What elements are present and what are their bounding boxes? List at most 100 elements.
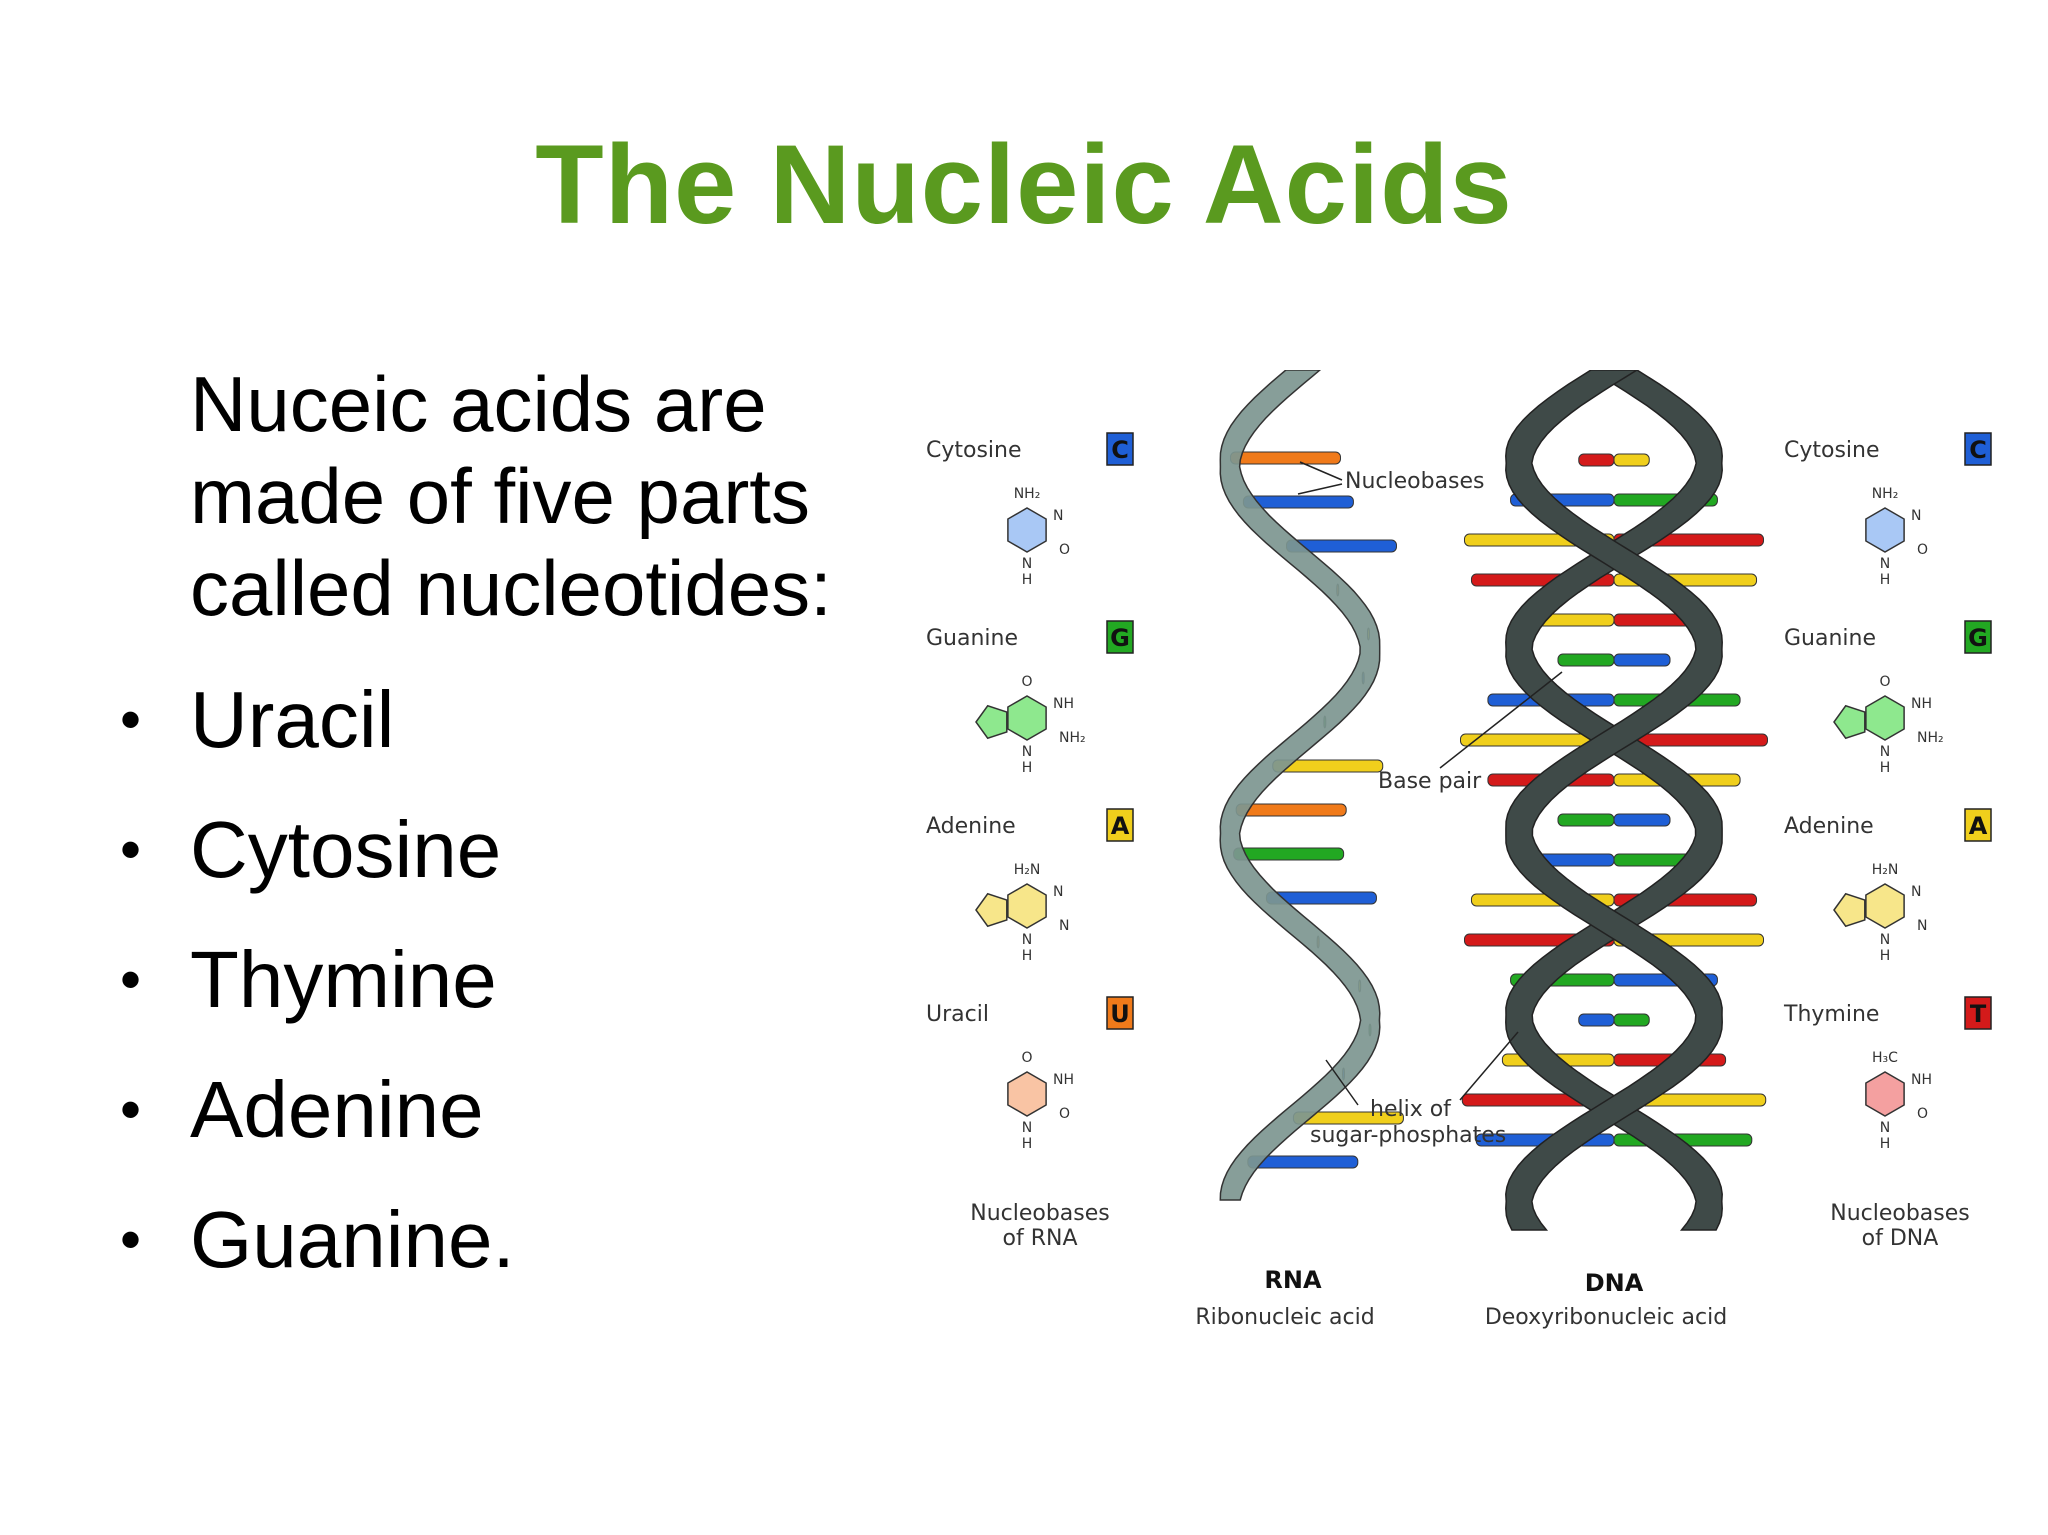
base-letter-badge xyxy=(1106,808,1134,842)
slide-title: The Nucleic Acids xyxy=(535,122,1513,247)
molecule-ring xyxy=(1007,883,1047,929)
list-item: • Uracil xyxy=(120,668,515,798)
dna-base-bar xyxy=(1557,653,1615,667)
dna-base-bar xyxy=(1613,813,1671,827)
formula-label: O xyxy=(1917,542,1928,558)
formula-label: O xyxy=(1059,1106,1070,1122)
base-letter: U xyxy=(1110,1000,1130,1028)
formula-label: NH xyxy=(1911,1072,1932,1088)
molecule-ring xyxy=(975,704,1008,740)
formula-label: H xyxy=(1022,760,1033,776)
rna-caption-line1: Nucleobases xyxy=(970,1201,1110,1226)
rna-full-name: Ribonucleic acid xyxy=(1195,1305,1374,1330)
formula-label: N xyxy=(1880,744,1890,760)
formula-label: H xyxy=(1022,1136,1033,1152)
base-letter: A xyxy=(1969,812,1988,840)
formula-label: H₂N xyxy=(1014,862,1041,878)
list-item: •Adenine xyxy=(120,1058,515,1188)
formula-label: NH₂ xyxy=(1059,730,1086,746)
formula-label: H xyxy=(1880,572,1891,588)
formula-label: H xyxy=(1880,948,1891,964)
dna-base-bar xyxy=(1613,653,1671,667)
formula-label: O xyxy=(1917,1106,1928,1122)
formula-label: N xyxy=(1053,508,1063,524)
rna-backbone-strand xyxy=(1219,370,1381,1201)
base-letter-badge xyxy=(1964,808,1992,842)
formula-label: N xyxy=(1917,918,1927,934)
dna-label: DNA xyxy=(1585,1269,1644,1297)
molecule-ring xyxy=(1865,883,1905,929)
base-pair-annotation: Base pair xyxy=(1378,769,1482,794)
nucleobase-name: Adenine xyxy=(926,814,1016,839)
list-item-label: Adenine xyxy=(190,1065,484,1154)
molecule-ring xyxy=(1007,507,1047,553)
rna-base-bar xyxy=(1233,847,1345,861)
base-letter-badge xyxy=(1964,620,1992,654)
base-letter: G xyxy=(1110,624,1130,652)
list-item: • Guanine. xyxy=(120,1188,515,1318)
rna-base-bar xyxy=(1235,803,1347,817)
rna-label: RNA xyxy=(1264,1266,1322,1294)
dna-base-bar xyxy=(1613,1013,1650,1027)
rna-helix xyxy=(1219,370,1404,1201)
list-item-label: Guanine. xyxy=(190,1195,515,1284)
helix-annotation-line1: helix of xyxy=(1370,1097,1452,1122)
formula-label: N xyxy=(1053,884,1063,900)
dna-backbone-strand xyxy=(1505,370,1723,1231)
annotation-arrow xyxy=(1297,483,1343,495)
list-item-label: Thymine xyxy=(190,935,497,1024)
base-letter-badge xyxy=(1964,432,1992,466)
formula-label: NH₂ xyxy=(1917,730,1944,746)
dna-base-bar xyxy=(1578,1013,1615,1027)
list-item-label: Cytosine xyxy=(190,805,502,894)
annotation-arrow xyxy=(1459,1031,1519,1101)
formula-label: H xyxy=(1880,760,1891,776)
formula-label: H xyxy=(1022,948,1033,964)
nucleobase-name: Guanine xyxy=(926,626,1018,651)
formula-label: N xyxy=(1880,932,1890,948)
formula-label: N xyxy=(1911,884,1921,900)
molecule-ring xyxy=(1865,1071,1905,1117)
formula-label: N xyxy=(1022,744,1032,760)
annotation-arrow xyxy=(1439,671,1563,769)
dna-base-bar xyxy=(1578,453,1615,467)
intro-line: made of five parts xyxy=(190,452,810,540)
annotation-arrow xyxy=(1299,461,1343,481)
list-item: •Thymine xyxy=(120,928,515,1058)
molecule-ring xyxy=(1007,695,1047,741)
rna-caption-line2: of RNA xyxy=(1003,1226,1078,1251)
formula-label: NH xyxy=(1053,696,1074,712)
molecule-ring xyxy=(1833,704,1866,740)
captions: Nucleobases of RNA Nucleobases of DNA RN… xyxy=(970,1201,1970,1330)
nucleobase-name: Guanine xyxy=(1784,626,1876,651)
dna-caption-line2: of DNA xyxy=(1862,1226,1939,1251)
formula-label: N xyxy=(1022,1120,1032,1136)
formula-label: H xyxy=(1880,1136,1891,1152)
bullet-icon: • xyxy=(120,1206,142,1273)
nucleobase-name: Cytosine xyxy=(1784,438,1880,463)
base-letter: C xyxy=(1111,436,1129,464)
molecule-ring xyxy=(1865,695,1905,741)
bullet-icon: • xyxy=(120,686,142,753)
dna-backbone-strand xyxy=(1505,370,1723,1231)
dna-caption-line1: Nucleobases xyxy=(1830,1201,1970,1226)
nucleobases-annotation: Nucleobases xyxy=(1345,469,1485,494)
list-item-label: Uracil xyxy=(190,675,395,764)
annotation-arrow xyxy=(1325,1059,1359,1106)
formula-label: H xyxy=(1022,572,1033,588)
formula-label: O xyxy=(1059,542,1070,558)
intro-line: Nuceic acids are xyxy=(190,360,767,448)
formula-label: NH₂ xyxy=(1014,486,1041,502)
rna-base-bar xyxy=(1229,451,1341,465)
nucleobase-name: Uracil xyxy=(926,1002,989,1027)
base-letter-badge xyxy=(1964,996,1992,1030)
bullet-icon: • xyxy=(120,816,142,883)
annotations: Nucleobases Base pair helix of sugar-pho… xyxy=(1297,461,1563,1148)
dna-full-name: Deoxyribonucleic acid xyxy=(1485,1305,1727,1330)
